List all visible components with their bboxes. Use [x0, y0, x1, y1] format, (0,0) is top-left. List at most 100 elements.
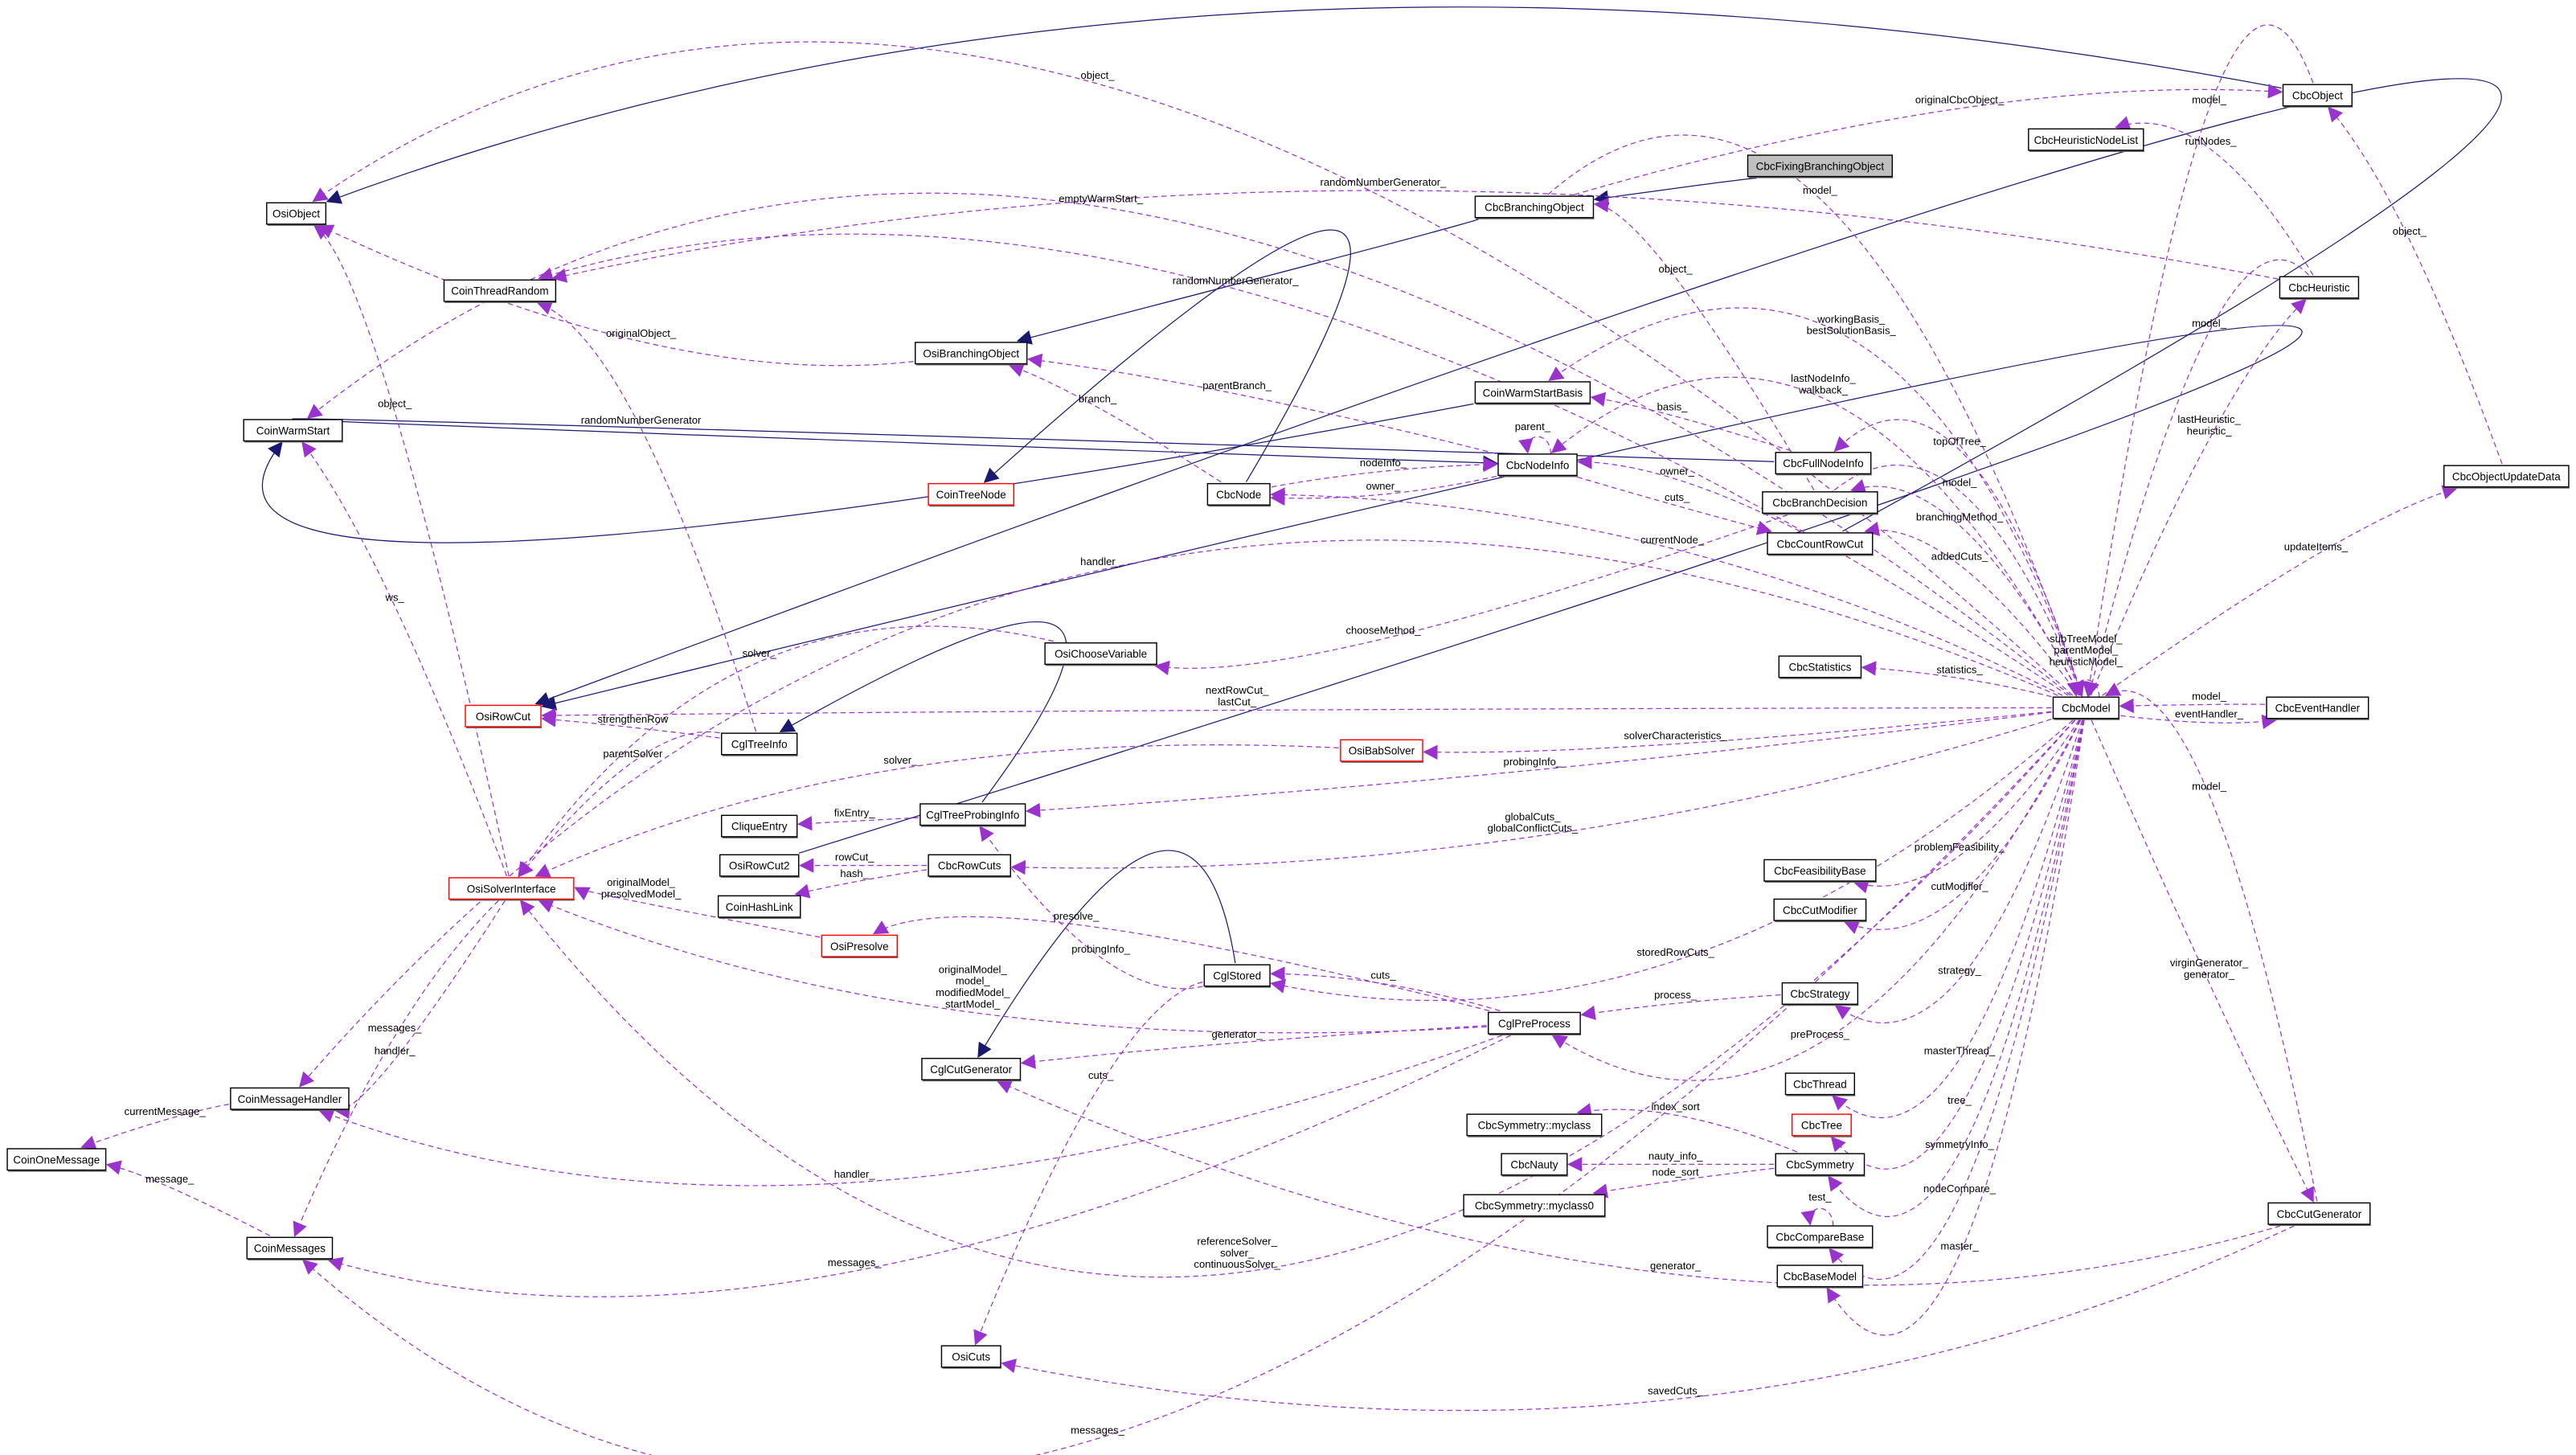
class-node-CbcThread[interactable]: CbcThread: [1784, 1072, 1856, 1096]
class-name[interactable]: CoinMessages: [254, 1243, 326, 1255]
class-box[interactable]: [821, 934, 899, 957]
class-name[interactable]: CbcBranchDecision: [1772, 497, 1867, 509]
class-box[interactable]: [1501, 1153, 1568, 1176]
class-node-CglStored[interactable]: CglStored: [1203, 964, 1272, 988]
class-box[interactable]: [928, 482, 1015, 506]
class-name[interactable]: OsiBranchingObject: [923, 347, 1019, 359]
class-node-CbcSymmetryMyclass0[interactable]: CbcSymmetry::myclass0: [1463, 1194, 1606, 1218]
class-node-CbcStrategy[interactable]: CbcStrategy: [1781, 982, 1859, 1006]
class-name[interactable]: CbcNodeInfo: [1506, 459, 1570, 471]
class-node-CoinHashLink[interactable]: CoinHashLink: [717, 895, 801, 919]
class-node-CglTreeProbingInfo[interactable]: CglTreeProbingInfo: [919, 803, 1026, 827]
class-name[interactable]: CbcBaseModel: [1784, 1270, 1857, 1282]
class-name[interactable]: CbcObjectUpdateData: [2452, 471, 2561, 483]
class-node-CoinWarmStartBasis[interactable]: CoinWarmStartBasis: [1474, 381, 1591, 405]
class-node-CbcSymmetry[interactable]: CbcSymmetry: [1775, 1153, 1865, 1177]
class-node-CbcFeasibilityBase[interactable]: CbcFeasibilityBase: [1763, 859, 1877, 883]
class-name[interactable]: OsiSolverInterface: [467, 883, 556, 895]
class-node-CbcRowCuts[interactable]: CbcRowCuts: [928, 854, 1012, 878]
class-name[interactable]: OsiChooseVariable: [1055, 648, 1147, 660]
class-node-CglTreeInfo[interactable]: CglTreeInfo: [720, 732, 798, 756]
class-name[interactable]: CbcFullNodeInfo: [1783, 457, 1863, 469]
class-node-CbcSymmetryMyclass[interactable]: CbcSymmetry::myclass: [1466, 1113, 1603, 1137]
class-name[interactable]: CbcBranchingObject: [1485, 202, 1584, 214]
class-box[interactable]: [2443, 465, 2570, 488]
class-node-OsiCuts[interactable]: OsiCuts: [940, 1345, 1002, 1369]
class-name[interactable]: CbcSymmetry::myclass: [1478, 1119, 1591, 1131]
class-name[interactable]: CoinOneMessage: [13, 1154, 100, 1166]
class-box[interactable]: [1206, 482, 1271, 506]
class-box[interactable]: [915, 342, 1028, 365]
class-box[interactable]: [1466, 1113, 1603, 1137]
class-node-OsiRowCut[interactable]: OsiRowCut: [465, 704, 543, 729]
class-name[interactable]: CbcCountRowCut: [1776, 538, 1863, 550]
class-box[interactable]: [1775, 1153, 1865, 1176]
class-box[interactable]: [1773, 898, 1867, 921]
class-node-CbcCutGenerator[interactable]: CbcCutGenerator: [2267, 1202, 2371, 1227]
class-name[interactable]: CbcSymmetry: [1786, 1159, 1854, 1171]
class-node-CbcCountRowCut[interactable]: CbcCountRowCut: [1767, 532, 1874, 556]
class-node-CbcHeuristicNodeList[interactable]: CbcHeuristicNodeList: [2028, 128, 2144, 152]
class-node-CbcTree[interactable]: CbcTree: [1791, 1113, 1853, 1137]
class-node-OsiChooseVariable[interactable]: OsiChooseVariable: [1044, 642, 1158, 666]
class-box[interactable]: [1763, 859, 1877, 882]
class-node-OsiObject[interactable]: OsiObject: [266, 202, 327, 226]
class-node-CliqueEntry[interactable]: CliqueEntry: [720, 814, 798, 838]
class-name[interactable]: CbcThread: [1793, 1078, 1847, 1090]
class-name[interactable]: CbcNauty: [1510, 1159, 1558, 1171]
class-box[interactable]: [1775, 452, 1872, 475]
class-name[interactable]: CoinHashLink: [726, 901, 793, 913]
class-box[interactable]: [243, 419, 343, 442]
class-node-CbcHeuristic[interactable]: CbcHeuristic: [2279, 276, 2360, 300]
class-box[interactable]: [719, 854, 800, 877]
class-box[interactable]: [1776, 1264, 1864, 1288]
class-name[interactable]: OsiPresolve: [830, 941, 889, 953]
class-node-CoinWarmStart[interactable]: CoinWarmStart: [243, 419, 343, 443]
class-name[interactable]: CliqueEntry: [731, 821, 788, 833]
class-node-CoinThreadRandom[interactable]: CoinThreadRandom: [443, 279, 557, 303]
class-name[interactable]: CbcObject: [2292, 90, 2343, 102]
class-box[interactable]: [1791, 1113, 1852, 1137]
class-box[interactable]: [2267, 1202, 2371, 1225]
class-box[interactable]: [928, 854, 1011, 877]
class-name[interactable]: CglTreeProbingInfo: [926, 809, 1019, 821]
class-node-CbcNauty[interactable]: CbcNauty: [1501, 1153, 1568, 1177]
class-name[interactable]: OsiCuts: [952, 1351, 990, 1363]
class-node-OsiBabSolver[interactable]: OsiBabSolver: [1340, 739, 1424, 763]
class-name[interactable]: CglTreeInfo: [731, 739, 788, 751]
class-node-CbcBranchingObject[interactable]: CbcBranchingObject: [1474, 195, 1595, 219]
class-box[interactable]: [1488, 1011, 1581, 1035]
class-name[interactable]: CbcHeuristicNodeList: [2034, 134, 2139, 146]
class-box[interactable]: [230, 1087, 350, 1110]
class-node-OsiBranchingObject[interactable]: OsiBranchingObject: [915, 342, 1028, 366]
class-box[interactable]: [720, 732, 798, 756]
class-box[interactable]: [448, 877, 575, 900]
class-box[interactable]: [266, 202, 327, 225]
class-name[interactable]: CbcCutModifier: [1783, 904, 1857, 916]
class-box[interactable]: [1497, 453, 1578, 477]
class-box[interactable]: [919, 803, 1026, 826]
class-box[interactable]: [2279, 276, 2360, 299]
class-box[interactable]: [1474, 195, 1595, 219]
class-box[interactable]: [1747, 154, 1893, 178]
class-name[interactable]: CbcStatistics: [1788, 662, 1851, 674]
class-node-CbcFixingBranchingObject[interactable]: CbcFixingBranchingObject: [1747, 154, 1894, 178]
class-name[interactable]: CbcSymmetry::myclass0: [1475, 1200, 1594, 1212]
class-box[interactable]: [1784, 1072, 1856, 1096]
class-node-CbcCutModifier[interactable]: CbcCutModifier: [1773, 898, 1867, 923]
class-node-CbcStatistics[interactable]: CbcStatistics: [1778, 655, 1862, 679]
class-box[interactable]: [6, 1148, 107, 1171]
class-box[interactable]: [717, 895, 801, 918]
class-name[interactable]: CoinTreeNode: [936, 489, 1006, 501]
class-name[interactable]: CbcCompareBase: [1775, 1231, 1864, 1243]
class-box[interactable]: [2028, 128, 2144, 151]
class-name[interactable]: OsiRowCut: [476, 711, 530, 723]
class-box[interactable]: [1463, 1194, 1606, 1217]
class-name[interactable]: OsiBabSolver: [1349, 745, 1415, 757]
class-box[interactable]: [1781, 982, 1859, 1005]
class-box[interactable]: [1203, 964, 1271, 987]
class-name[interactable]: OsiRowCut2: [729, 860, 790, 872]
class-box[interactable]: [1762, 491, 1878, 514]
class-box[interactable]: [921, 1057, 1022, 1080]
class-box[interactable]: [465, 704, 542, 728]
